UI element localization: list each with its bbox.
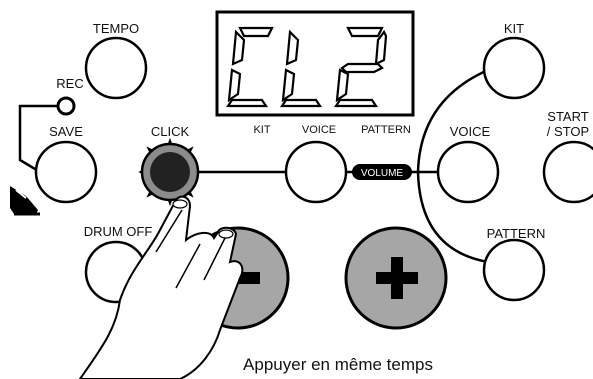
rec-wire [18,104,58,174]
voice-button-right[interactable] [436,140,500,204]
voice-right-label: VOICE [450,124,491,139]
click-label: CLICK [151,124,190,139]
drum-off-label: DRUM OFF [84,224,153,239]
volume-pill [352,164,412,180]
lcd-display [215,10,415,117]
pointing-hand-icon [78,195,244,379]
digit-c [225,26,274,108]
caption: Appuyer en même temps [243,355,433,374]
save-button[interactable] [34,140,98,204]
click-button[interactable] [150,152,190,192]
voice-button-left[interactable] [284,140,348,204]
display-label-voice: VOICE [302,124,336,136]
kit-button[interactable] [482,36,546,100]
start-label: START [547,109,588,124]
digit-2 [333,26,388,108]
start-stop-button[interactable] [542,140,593,204]
display-label-kit: KIT [253,124,270,136]
digit-l [279,29,323,108]
volume-label: VOLUME [361,168,404,179]
tempo-label: TEMPO [93,21,139,36]
connection-lines [18,68,489,264]
pattern-label: PATTERN [487,226,546,241]
kit-label: KIT [504,21,524,36]
display-label-pattern: PATTERN [361,124,411,136]
rec-label: REC [56,76,83,91]
save-label: SAVE [49,124,83,139]
tempo-button[interactable] [84,36,148,100]
stop-label: / STOP [547,124,589,139]
right-arc [416,68,489,264]
foot-pedal-icon [10,186,40,216]
plus-icon [376,257,418,299]
rec-led [56,96,76,116]
pattern-button[interactable] [482,238,546,302]
